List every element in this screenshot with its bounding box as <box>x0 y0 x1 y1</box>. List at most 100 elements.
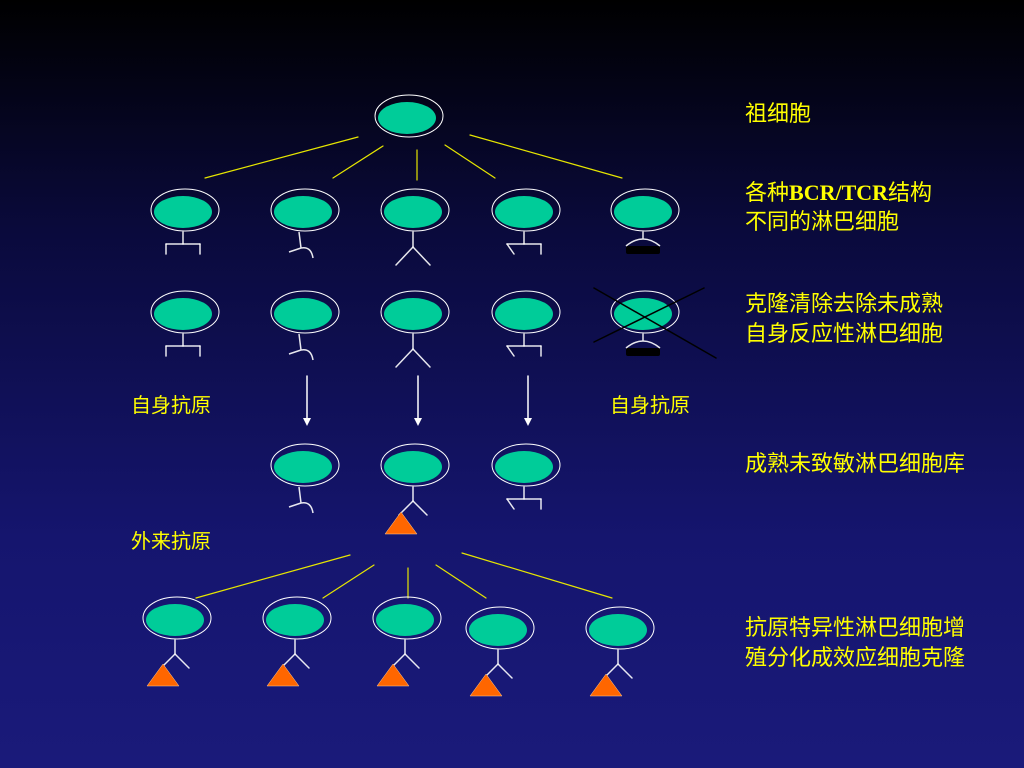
cell-membrane <box>380 188 450 232</box>
cell-membrane <box>270 443 340 487</box>
label-progenitor: 祖细胞 <box>745 102 812 127</box>
cell-membrane <box>262 596 332 640</box>
cell-membrane <box>491 290 561 334</box>
receptor-cup <box>625 231 661 254</box>
connector-line <box>332 145 384 179</box>
label-expansion-line1: 抗原特异性淋巴细胞增 <box>745 616 966 641</box>
label-deletion-line1: 克隆清除去除未成熟 <box>745 292 944 317</box>
naive-lymphocyte-cell <box>491 443 561 487</box>
cell-body <box>274 196 332 228</box>
connector-line <box>195 554 351 599</box>
connector-line <box>435 564 487 599</box>
cell-body <box>266 604 324 636</box>
connector-line <box>322 564 375 599</box>
label-diverse-line1: 各种BCR/TCR结构 <box>745 180 933 206</box>
cell-body <box>589 614 647 646</box>
lymphocyte-cell <box>270 290 340 334</box>
receptor-step <box>506 486 542 510</box>
cell-body <box>495 196 553 228</box>
lymphocyte-cell <box>150 290 220 334</box>
cell-body <box>274 298 332 330</box>
effector-lymphocyte-cell <box>465 606 535 650</box>
label-deletion-line2: 自身反应性淋巴细胞 <box>745 322 944 347</box>
lymphocyte-cell <box>610 188 680 232</box>
progenitor-cell <box>374 94 444 138</box>
foreign-antigen-triangle <box>384 511 418 535</box>
selection-arrow <box>303 375 311 426</box>
effector-lymphocyte-cell <box>585 606 655 650</box>
cell-membrane <box>150 188 220 232</box>
effector-lymphocyte-cell <box>142 596 212 640</box>
connector-line <box>469 134 623 179</box>
receptor-hook <box>288 486 314 514</box>
selection-arrow <box>414 375 422 426</box>
cell-body <box>495 451 553 483</box>
label-diverse-line2: 不同的淋巴细胞 <box>745 210 900 235</box>
lymphocyte-cell <box>270 188 340 232</box>
cell-body <box>384 196 442 228</box>
receptor-y <box>398 486 428 516</box>
receptor-y <box>395 333 431 368</box>
receptor-y <box>160 639 190 669</box>
lymphocyte-cell <box>610 290 680 334</box>
cell-body <box>378 102 436 134</box>
lymphocyte-cell <box>491 290 561 334</box>
lymphocyte-cell <box>150 188 220 232</box>
receptor-y <box>280 639 310 669</box>
cell-membrane <box>380 290 450 334</box>
receptor-bracket <box>165 231 201 255</box>
foreign-antigen-triangle <box>266 663 300 687</box>
cross-out-line <box>593 287 717 359</box>
cell-membrane <box>372 596 442 640</box>
cell-membrane <box>142 596 212 640</box>
cell-membrane <box>380 443 450 487</box>
receptor-cup <box>625 333 661 356</box>
lymphocyte-cell <box>380 188 450 232</box>
cell-body <box>495 298 553 330</box>
cell-body <box>146 604 204 636</box>
receptor-y <box>390 639 420 669</box>
cell-membrane <box>374 94 444 138</box>
cell-body <box>384 298 442 330</box>
foreign-antigen-triangle <box>146 663 180 687</box>
effector-lymphocyte-cell <box>262 596 332 640</box>
cell-body <box>154 196 212 228</box>
foreign-antigen-triangle <box>589 673 623 697</box>
connector-line <box>444 144 496 179</box>
cell-body <box>469 614 527 646</box>
cell-membrane <box>610 188 680 232</box>
cell-membrane <box>585 606 655 650</box>
cell-membrane <box>491 443 561 487</box>
cell-body <box>614 196 672 228</box>
receptor-y <box>603 649 633 679</box>
label-self-antigen-right: 自身抗原 <box>610 393 690 417</box>
cell-body <box>154 298 212 330</box>
label-expansion-line2: 殖分化成效应细胞克隆 <box>745 646 966 671</box>
selection-arrow <box>524 375 532 426</box>
cell-body <box>614 298 672 330</box>
connector-line <box>461 552 613 599</box>
cell-membrane <box>270 188 340 232</box>
receptor-hook <box>288 333 314 361</box>
connector-line <box>204 136 359 179</box>
cell-membrane <box>491 188 561 232</box>
label-naive-pool: 成熟未致敏淋巴细胞库 <box>745 452 966 477</box>
lymphocyte-cell <box>380 290 450 334</box>
naive-lymphocyte-cell <box>270 443 340 487</box>
cross-out-line <box>593 287 705 343</box>
cell-body <box>376 604 434 636</box>
cell-membrane <box>270 290 340 334</box>
receptor-y <box>483 649 513 679</box>
cell-membrane <box>150 290 220 334</box>
receptor-y <box>395 231 431 266</box>
label-foreign-antigen: 外来抗原 <box>131 529 211 553</box>
cell-body <box>384 451 442 483</box>
naive-lymphocyte-cell <box>380 443 450 487</box>
foreign-antigen-triangle <box>376 663 410 687</box>
lymphocyte-cell <box>491 188 561 232</box>
receptor-step <box>506 333 542 357</box>
cell-body <box>274 451 332 483</box>
receptor-bracket <box>165 333 201 357</box>
